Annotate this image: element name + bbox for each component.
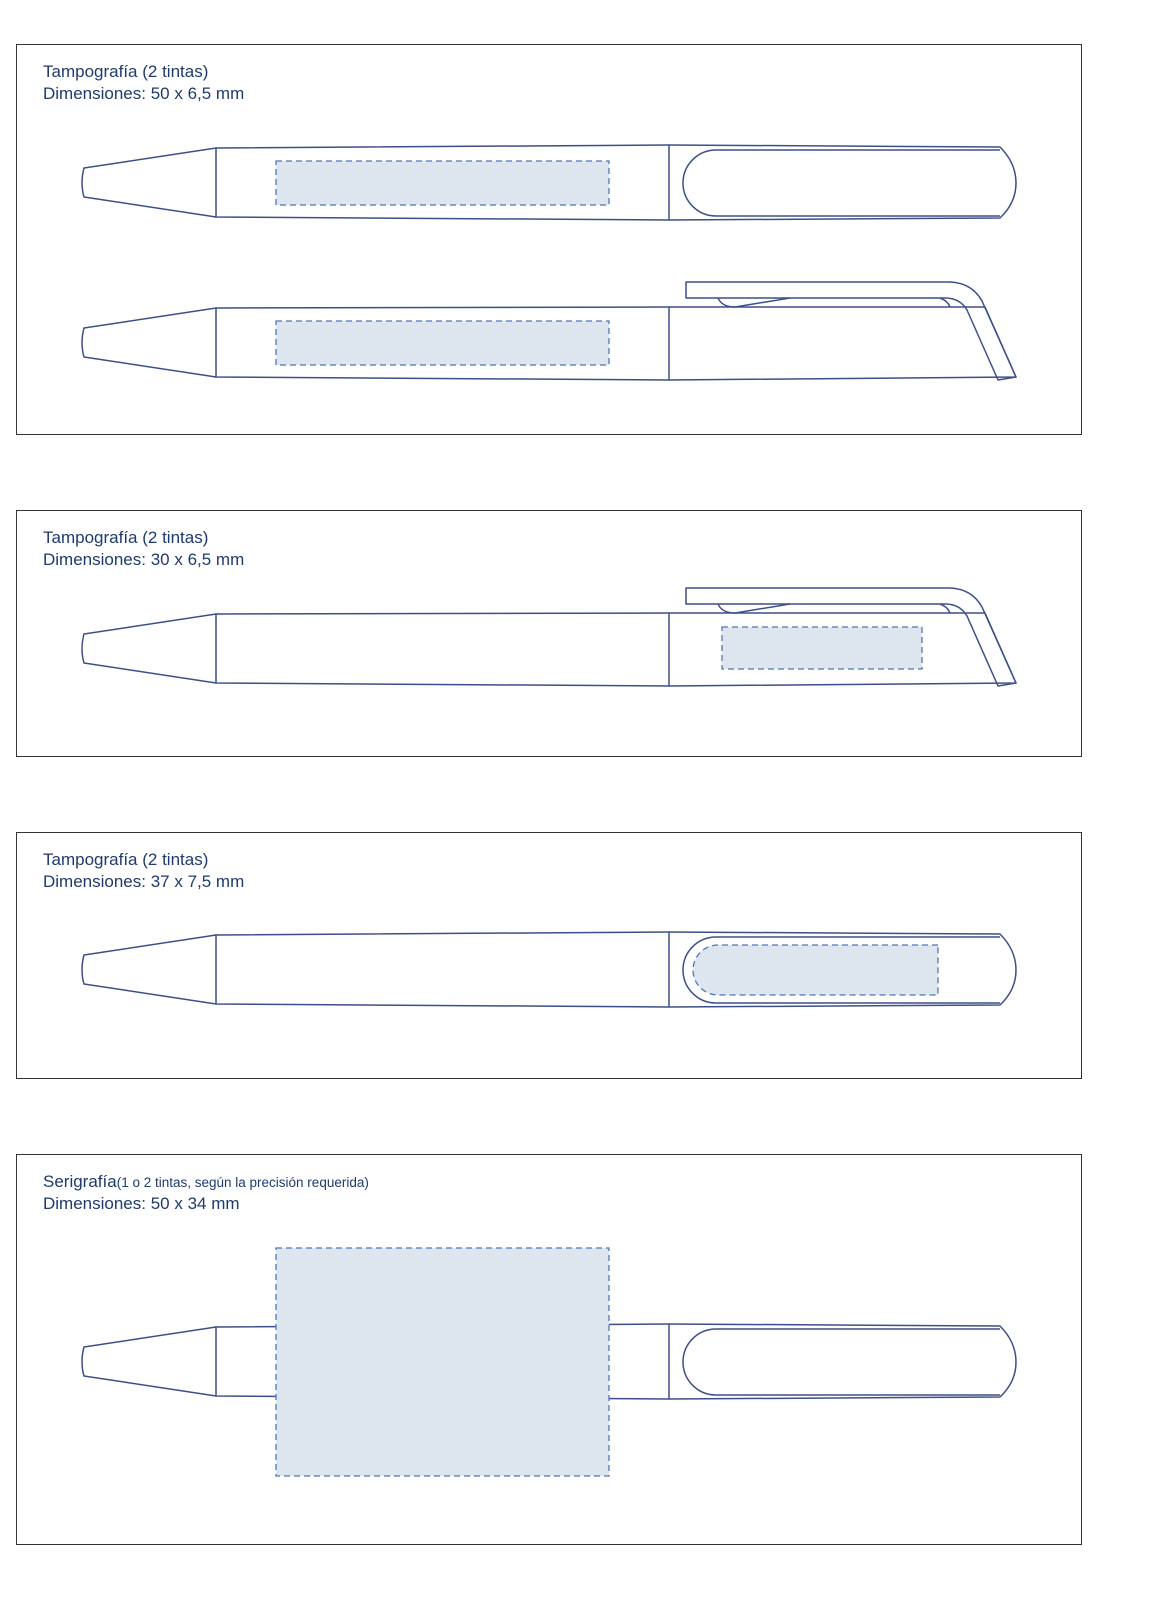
print-area bbox=[275, 160, 610, 206]
method-label: Tampografía (2 tintas) bbox=[43, 528, 209, 547]
dimensions-label: Dimensiones: 30 x 6,5 mm bbox=[43, 550, 245, 569]
print-panel-2: Tampografía (2 tintas) Dimensiones: 30 x… bbox=[16, 510, 1082, 757]
method-label: Tampografía (2 tintas) bbox=[43, 62, 209, 81]
dimensions-label: Dimensiones: 50 x 6,5 mm bbox=[43, 84, 245, 103]
print-panel-1: Tampografía (2 tintas) Dimensiones: 50 x… bbox=[16, 44, 1082, 435]
print-area bbox=[692, 944, 939, 996]
print-panel-4: Serigrafía(1 o 2 tintas, según la precis… bbox=[16, 1154, 1082, 1545]
print-area bbox=[721, 626, 923, 670]
print-panel-3: Tampografía (2 tintas) Dimensiones: 37 x… bbox=[16, 832, 1082, 1079]
dimensions-label: Dimensiones: 37 x 7,5 mm bbox=[43, 872, 245, 891]
method-label: Tampografía (2 tintas) bbox=[43, 850, 209, 869]
print-area bbox=[275, 1247, 610, 1477]
print-area bbox=[275, 320, 610, 366]
method-label: Serigrafía(1 o 2 tintas, según la precis… bbox=[43, 1172, 369, 1191]
dimensions-label: Dimensiones: 50 x 34 mm bbox=[43, 1194, 240, 1213]
